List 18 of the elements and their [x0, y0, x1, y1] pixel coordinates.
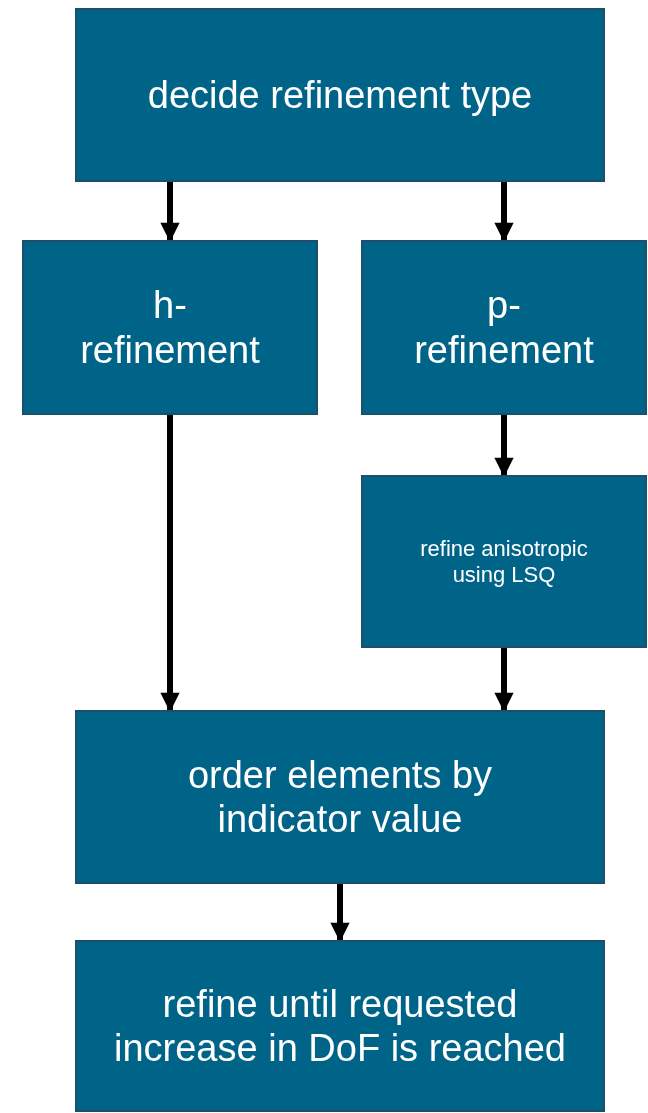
process-box [22, 240, 318, 415]
arrow [160, 415, 180, 712]
arrow [330, 884, 350, 942]
box-label: p-refinement [413, 283, 595, 372]
box-label: order elements by indicator value [186, 752, 494, 842]
arrow [494, 648, 514, 712]
box-label: refine anisotropic using LSQ [419, 535, 589, 588]
process-box [75, 710, 605, 884]
box-label: decide refinement type [147, 72, 533, 118]
process-box [361, 475, 647, 648]
process-box [361, 240, 647, 415]
arrow [494, 415, 514, 477]
process-box [75, 940, 605, 1112]
arrow [494, 182, 514, 242]
box-label: refine until requested increase in DoF is reached [113, 981, 567, 1071]
box-label: h-refinement [79, 283, 261, 372]
process-box [75, 8, 605, 182]
arrow [160, 182, 180, 242]
